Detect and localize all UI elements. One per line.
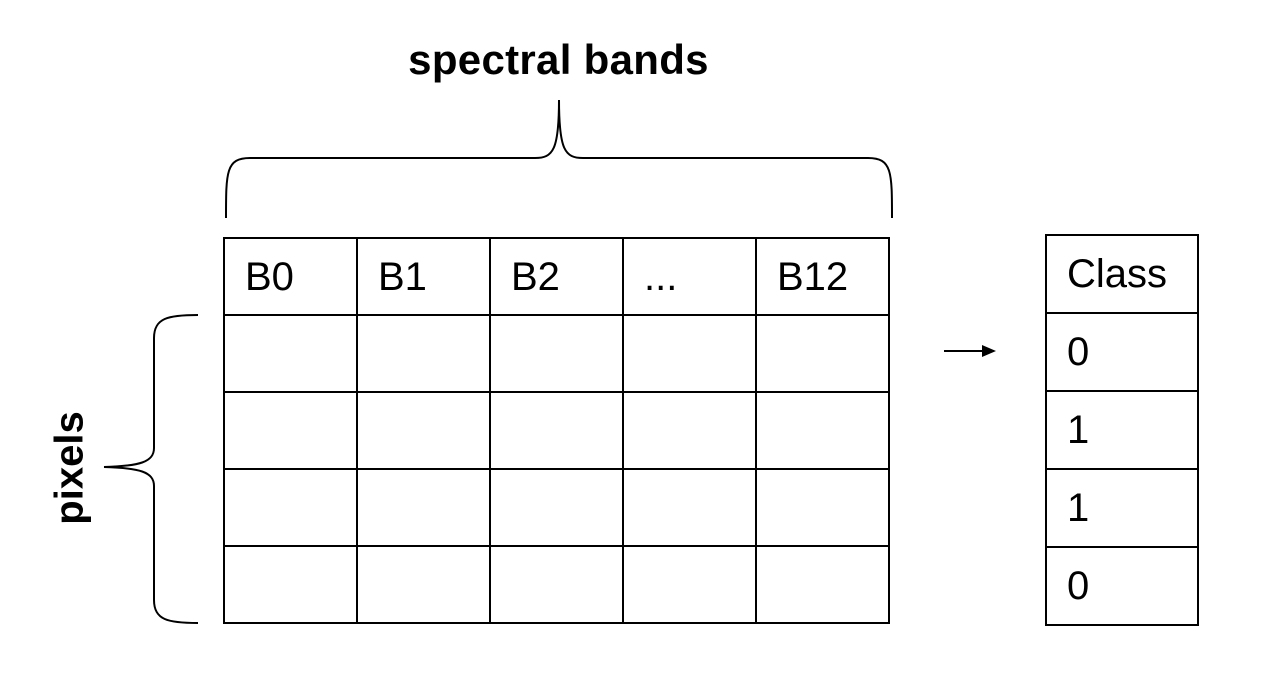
band-header-b0: B0 bbox=[223, 237, 358, 316]
top-brace bbox=[225, 99, 893, 219]
pixel-cell bbox=[489, 314, 624, 393]
pixel-row bbox=[223, 545, 890, 624]
class-header: Class bbox=[1045, 234, 1199, 314]
pixel-cell bbox=[223, 391, 358, 470]
class-value: 1 bbox=[1045, 468, 1199, 548]
class-row: 0 bbox=[1045, 546, 1199, 626]
pixel-cell bbox=[622, 468, 757, 547]
pixel-row bbox=[223, 468, 890, 547]
feature-header-row: B0 B1 B2 ... B12 bbox=[223, 237, 890, 316]
class-row: 0 bbox=[1045, 312, 1199, 392]
class-row: 1 bbox=[1045, 468, 1199, 548]
pixel-cell bbox=[356, 314, 491, 393]
class-row: 1 bbox=[1045, 390, 1199, 470]
pixel-cell bbox=[755, 391, 890, 470]
pixel-cell bbox=[356, 391, 491, 470]
spectral-bands-label: spectral bands bbox=[408, 36, 709, 83]
band-header-ellipsis: ... bbox=[622, 237, 757, 316]
pixel-cell bbox=[489, 391, 624, 470]
pixel-cell bbox=[622, 391, 757, 470]
pixel-row bbox=[223, 314, 890, 393]
pixel-cell bbox=[755, 545, 890, 624]
pixel-cell bbox=[489, 545, 624, 624]
pixel-cell bbox=[223, 314, 358, 393]
pixel-cell bbox=[622, 545, 757, 624]
class-value: 1 bbox=[1045, 390, 1199, 470]
pixel-cell bbox=[223, 545, 358, 624]
pixel-cell bbox=[755, 468, 890, 547]
pixel-cell bbox=[489, 468, 624, 547]
feature-table: B0 B1 B2 ... B12 bbox=[223, 237, 890, 624]
class-value: 0 bbox=[1045, 312, 1199, 392]
pixel-cell bbox=[356, 468, 491, 547]
pixel-row bbox=[223, 391, 890, 470]
pixel-cell bbox=[356, 545, 491, 624]
band-header-b1: B1 bbox=[356, 237, 491, 316]
class-value: 0 bbox=[1045, 546, 1199, 626]
band-header-b12: B12 bbox=[755, 237, 890, 316]
class-table: Class 0 1 1 0 bbox=[1045, 234, 1199, 626]
band-header-b2: B2 bbox=[489, 237, 624, 316]
pixel-cell bbox=[223, 468, 358, 547]
side-brace bbox=[103, 314, 199, 624]
pixel-cell bbox=[622, 314, 757, 393]
class-header-row: Class bbox=[1045, 234, 1199, 314]
arrow-head bbox=[982, 345, 996, 357]
pixel-cell bbox=[755, 314, 890, 393]
